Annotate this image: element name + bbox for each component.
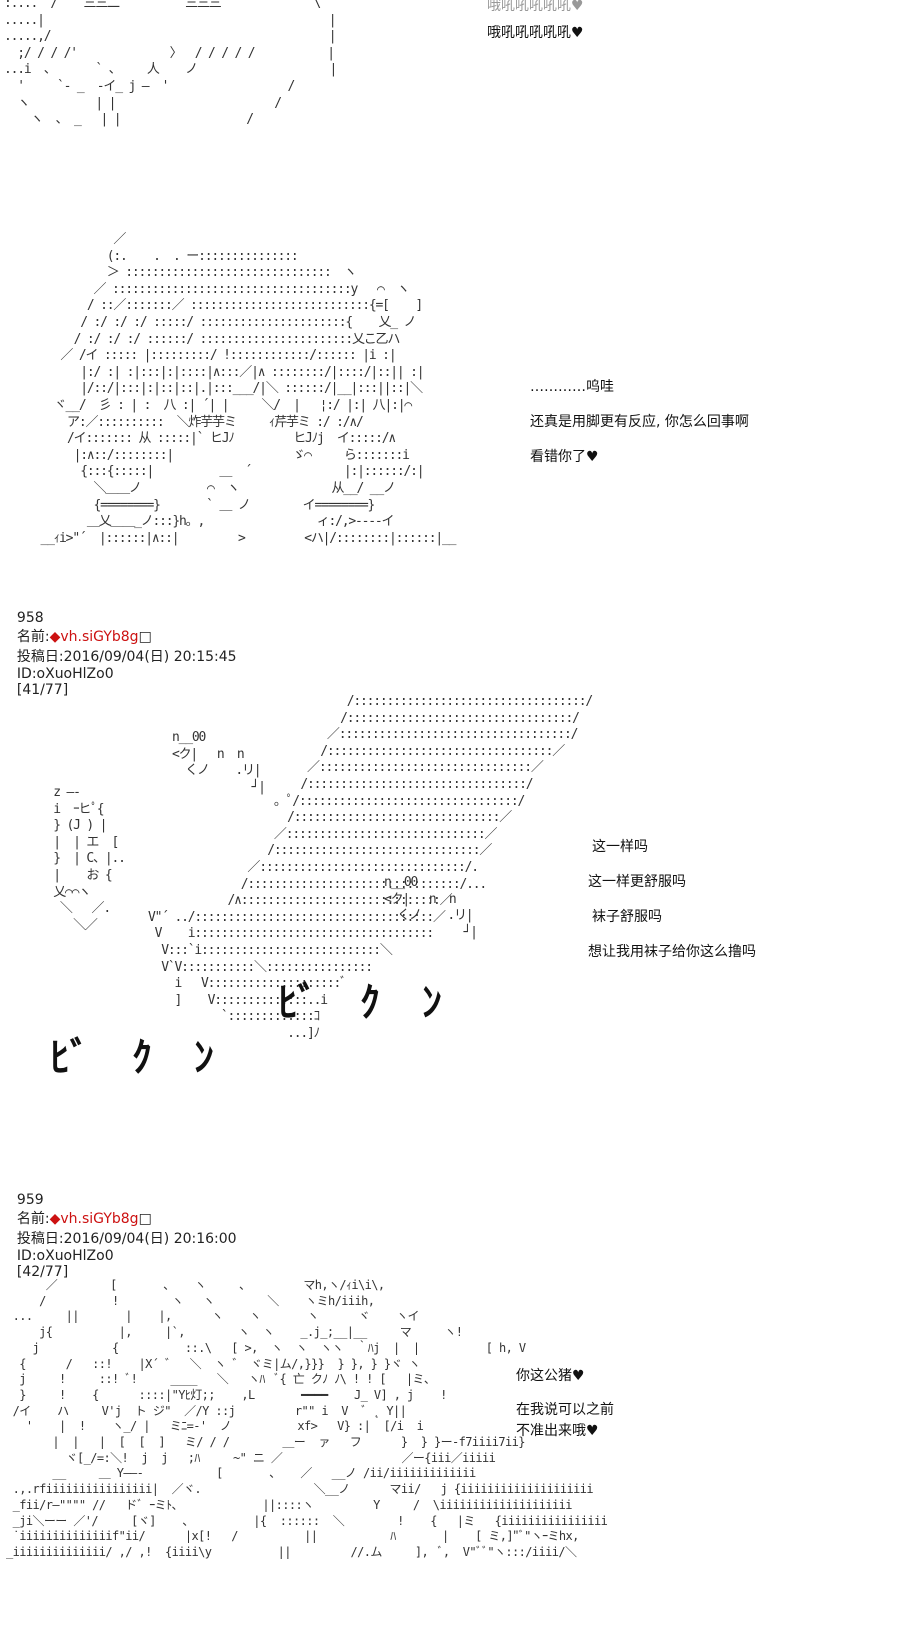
dialog-scene1: …………呜哇 还真是用脚更有反应, 你怎么回事啊 看错你了♥: [530, 370, 749, 475]
dialog-scene3b: 在我说可以之前 不准出来哦♥: [516, 1400, 614, 1442]
dialog-line: 你这公猪♥: [516, 1368, 585, 1384]
post-id: ID:oXuoHlZo0: [16, 1248, 114, 1264]
post-name-label: 名前:: [16, 1211, 50, 1227]
dialog-line: 不准出来哦♥: [516, 1423, 599, 1439]
post-trip[interactable]: ◆vh.siGYb8g: [49, 629, 139, 645]
post-count: [41/77]: [16, 682, 69, 698]
dialog-line: 想让我用袜子给你这么撸吗: [588, 944, 756, 960]
dialog-line: 这一样更舒服吗: [588, 874, 686, 890]
post-name-label: 名前:: [16, 629, 50, 645]
post-id: ID:oXuoHlZo0: [16, 666, 114, 682]
dialog-scene3a: 你这公猪♥: [516, 1366, 585, 1387]
post-box: □: [138, 1211, 152, 1227]
aa-art-scene1: ／ (:. . . ー::::::::::::::: ＞ :::::::::::…: [40, 232, 457, 546]
post-date: 2016/09/04(日) 20:15:45: [63, 649, 237, 665]
dialog-top: 哦吼吼吼吼吼♥ 哦吼吼吼吼吼♥: [487, 0, 584, 50]
sfx-bikun-left: ﾋﾞ ｸ ﾝ: [50, 1035, 228, 1081]
aa-art-face-a: n__00 <ク| n n くノ .リ| ┘|: [172, 730, 266, 795]
aa-art-scene2-left: z ―‐ i ｰヒﾟ{ } (J ) | | | エ [ } | C、|.. |…: [53, 785, 126, 933]
dialog-line: 还真是用脚更有反应, 你怎么回事啊: [530, 414, 749, 430]
sfx-bikun-right: ﾋﾞ ｸ ﾝ: [278, 980, 456, 1026]
post-date-label: 投稿日:: [16, 649, 64, 665]
post-box: □: [138, 629, 152, 645]
aa-art-fragment-top: :.... / 三三二 三三三 \ .....| | .....,/ | ;/ …: [4, 0, 337, 128]
post-header-958: 958 名前:◆vh.siGYb8g□ 投稿日:2016/09/04(日) 20…: [8, 594, 237, 698]
dialog-line: 这一样吗: [592, 839, 648, 855]
aa-art-scene2-main: /:::::::::::::::::::::::::::::::::::/ /:…: [148, 694, 593, 1041]
aa-art-scene3: ／ [ 、 ヽ 、 マh,ヽ/ｨi\i\, / ! ヽ ヽ ＼ ヽミh/iiih…: [6, 1278, 608, 1559]
post-date-label: 投稿日:: [16, 1231, 64, 1247]
post-header-959: 959 名前:◆vh.siGYb8g□ 投稿日:2016/09/04(日) 20…: [8, 1176, 237, 1280]
post-number: 959: [16, 1192, 44, 1208]
post-trip[interactable]: ◆vh.siGYb8g: [49, 1211, 139, 1227]
post-count: [42/77]: [16, 1264, 69, 1280]
dialog-line: 袜子舒服吗: [592, 909, 662, 925]
dialog-line: 在我说可以之前: [516, 1402, 614, 1418]
dialog-scene2: 这一样吗 这一样更舒服吗 袜子舒服吗 想让我用袜子给你这么撸吗: [588, 830, 756, 970]
dialog-line: …………呜哇: [530, 379, 614, 395]
aa-art-face-b: n__00 <ク| n n くノ .リ| ┘|: [384, 875, 478, 940]
dialog-line: 哦吼吼吼吼吼♥: [487, 25, 584, 41]
post-number: 958: [16, 610, 44, 626]
post-date: 2016/09/04(日) 20:16:00: [63, 1231, 237, 1247]
dialog-line: 看错你了♥: [530, 449, 599, 465]
